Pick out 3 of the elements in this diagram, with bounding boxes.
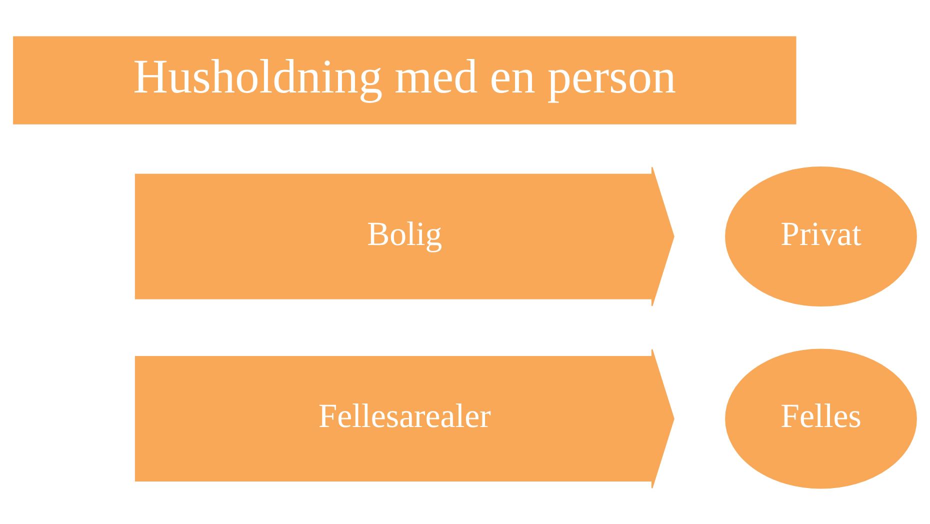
node-ellipse: Privat: [725, 166, 917, 306]
node-box: Husholdning med en person: [13, 36, 796, 124]
node-ellipse: Felles: [725, 348, 917, 488]
